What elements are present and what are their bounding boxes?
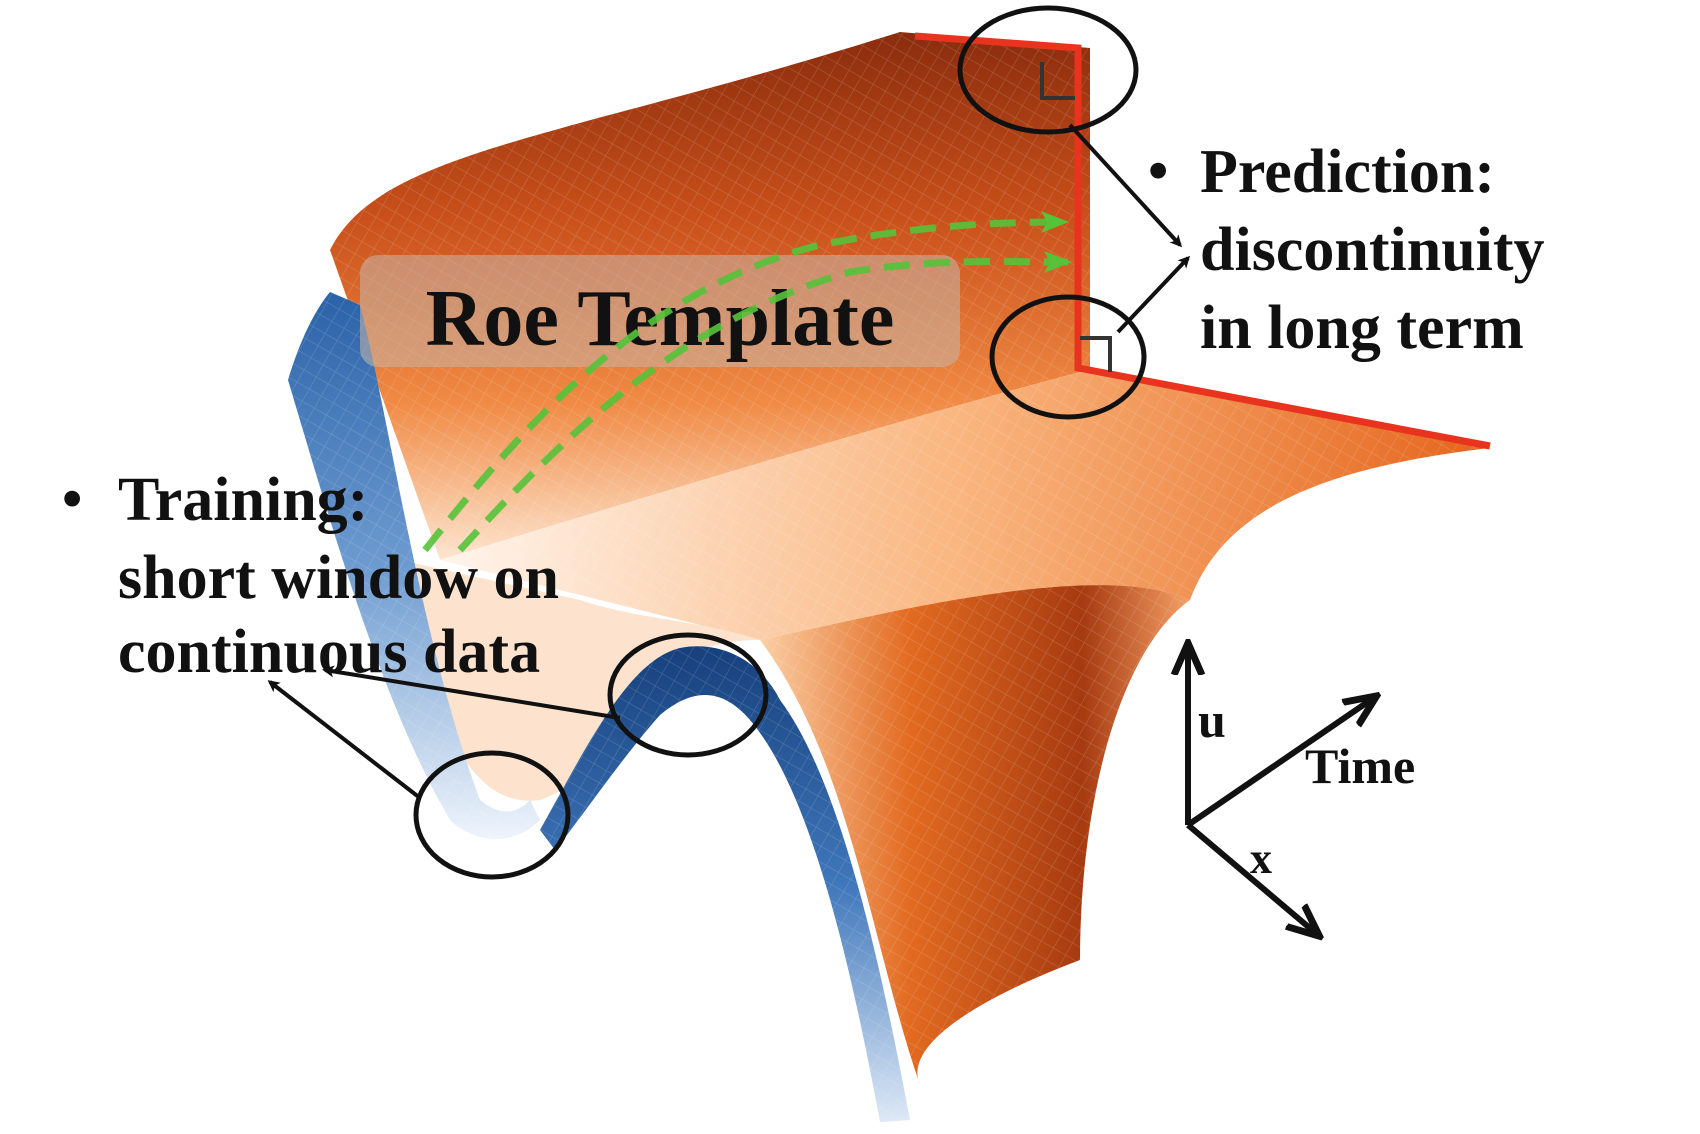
prediction-bullet: •: [1148, 138, 1168, 203]
callout-arrows: [267, 123, 1191, 800]
prediction-trajectory-arrows: [422, 211, 1072, 553]
green-dashed-arrow-upper: [422, 211, 1069, 553]
callout-circle-training-trough: [413, 750, 571, 880]
prediction-line-1: Prediction:: [1200, 138, 1495, 206]
training-annotation: • Training: short window on continuous d…: [62, 466, 559, 686]
training-line-2: short window on: [118, 544, 559, 612]
arrow-prediction-top: [1068, 123, 1183, 248]
shock-discontinuity-line: [914, 32, 1491, 450]
axis-time-label: Time: [1305, 738, 1415, 794]
axis-x-label: x: [1250, 834, 1272, 883]
callout-circle-training-peak: [607, 632, 769, 758]
axis-u-label: u: [1198, 692, 1226, 748]
arrow-prediction-bottom: [1116, 255, 1191, 334]
callout-circle-shock-bottom: [989, 294, 1147, 420]
callout-circles: [413, 5, 1147, 880]
surface-inner-curl: [400, 560, 760, 801]
callout-circle-shock-top: [957, 5, 1139, 135]
green-dashed-arrow-lower: [457, 250, 1072, 553]
solution-surface: [330, 32, 1491, 1085]
coordinate-axes: u Time x: [1188, 645, 1415, 935]
arrow-training-peak: [322, 665, 621, 720]
prediction-annotation: • Prediction: discontinuity in long term: [1148, 138, 1545, 362]
arrow-training-trough: [267, 680, 422, 800]
axis-time: [1186, 697, 1375, 828]
training-line-1: Training:: [118, 466, 368, 534]
axis-x: [1186, 822, 1318, 935]
prediction-line-2: discontinuity: [1200, 216, 1545, 284]
training-window-strips: [288, 292, 910, 1122]
prediction-line-3: in long term: [1200, 294, 1524, 362]
training-bullet: •: [62, 466, 82, 531]
training-line-3: continuous data: [118, 618, 540, 686]
